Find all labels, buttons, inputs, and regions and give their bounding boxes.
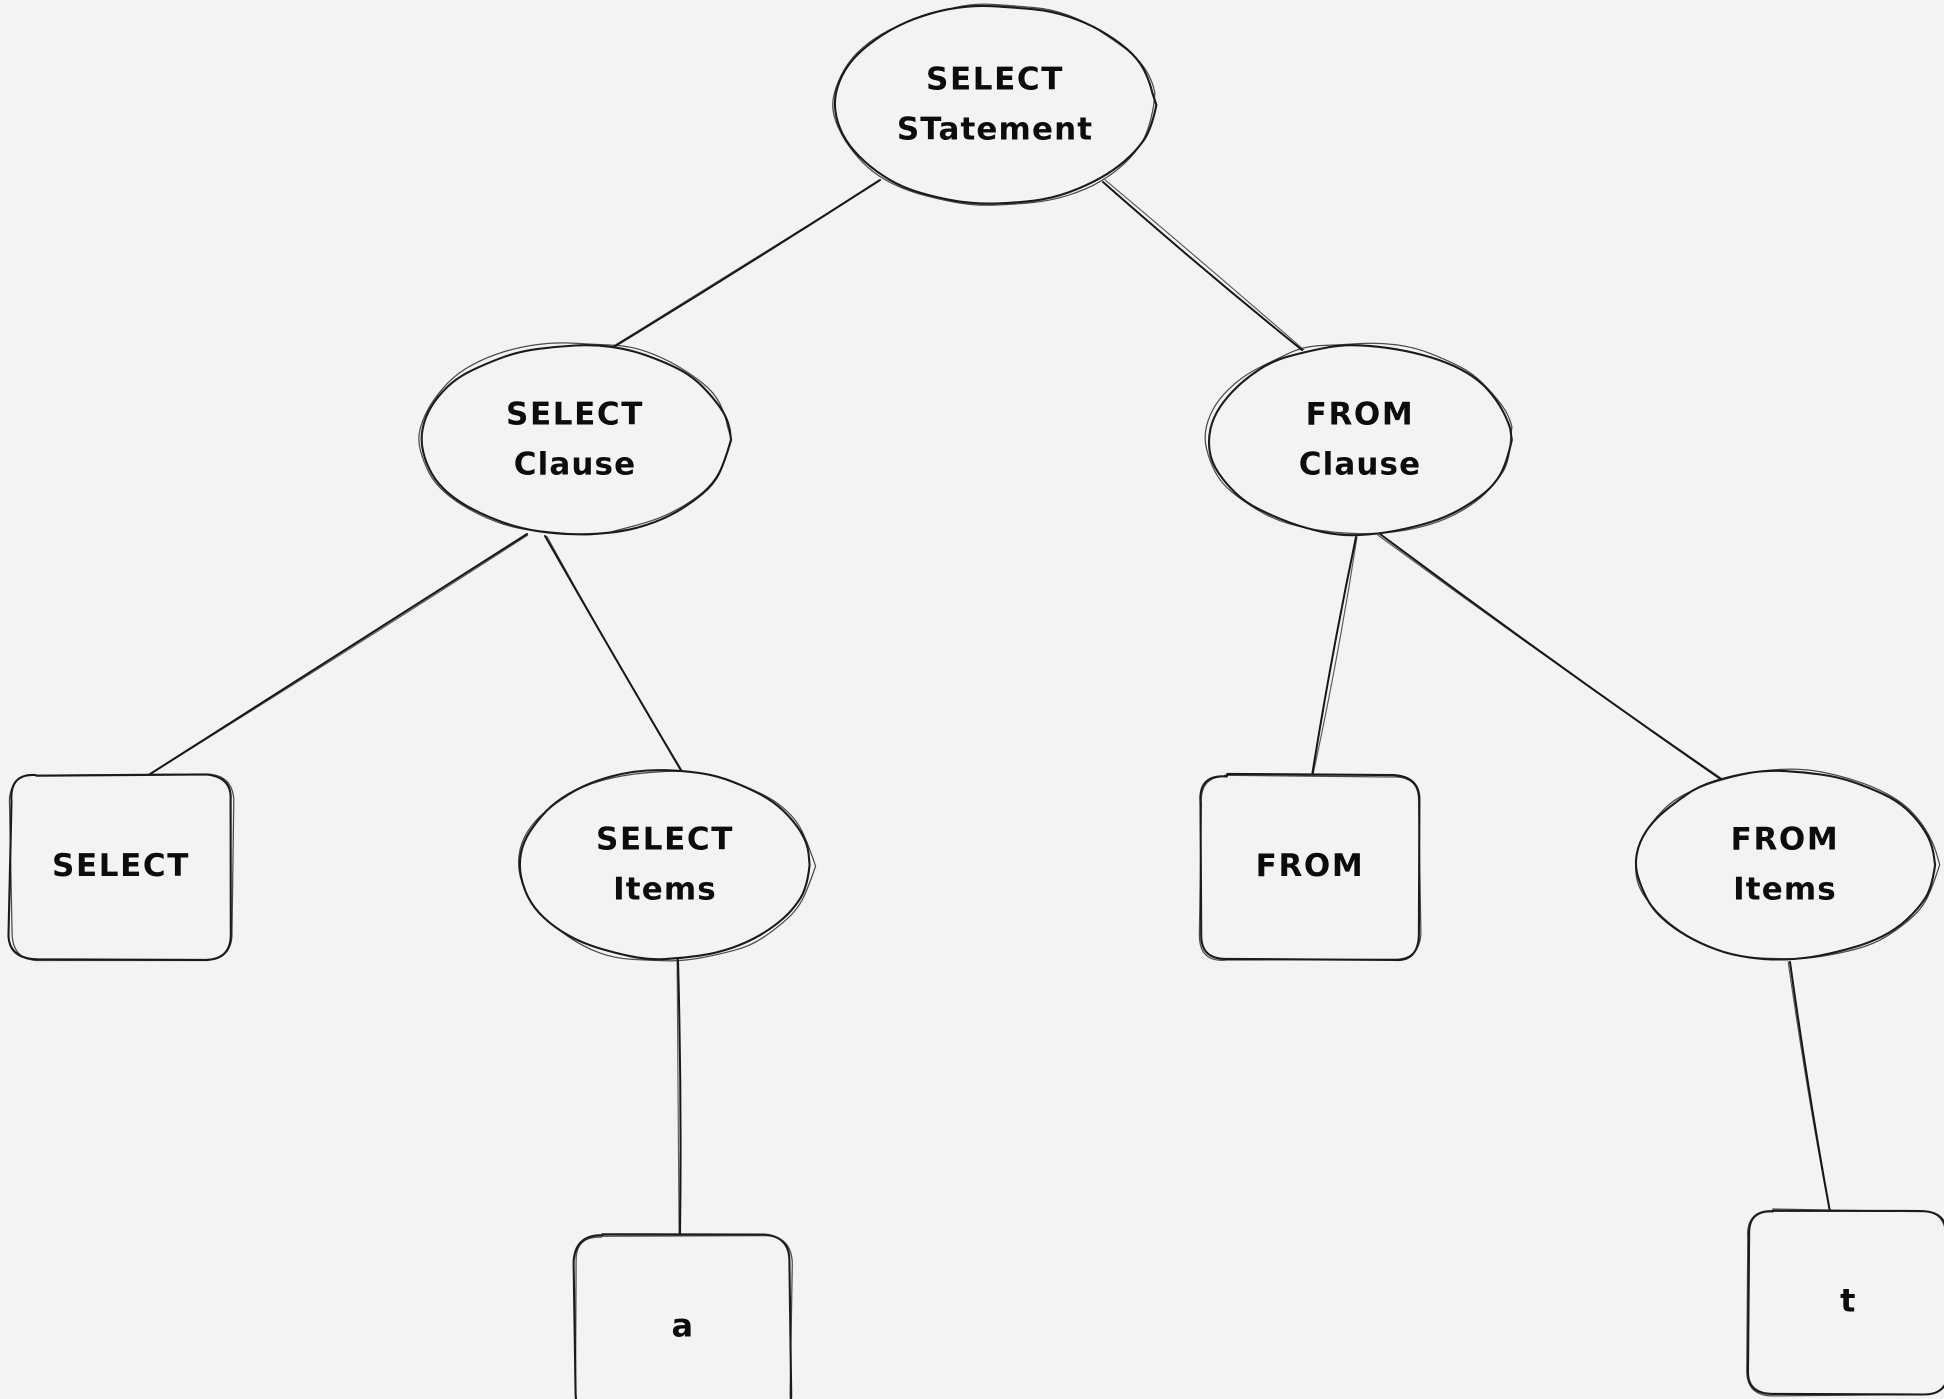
nodes-layer: SELECTSTatementSELECTClauseFROMClauseSEL… — [7, 3, 1944, 1399]
edge-from-clause-keyword-stroke-ghost — [1312, 536, 1358, 777]
node-column-a[interactable]: a — [572, 1233, 793, 1399]
node-select-statement-label-line1: SELECT — [926, 62, 1064, 98]
node-select-clause-shape-ghost — [418, 342, 732, 536]
edge-select-clause-items-stroke-ghost — [546, 535, 683, 771]
node-select-statement-shape-ghost — [832, 3, 1156, 206]
node-select-statement[interactable]: SELECT STatement — [832, 3, 1158, 206]
node-select-keyword[interactable]: SELECT — [7, 773, 235, 962]
node-select-clause-label-line2: Clause — [514, 447, 636, 483]
node-from-clause[interactable]: FROM Clause — [1204, 342, 1513, 537]
edge-root-select-clause-stroke-ghost — [611, 181, 879, 348]
node-from-keyword[interactable]: FROM — [1198, 772, 1422, 962]
node-column-a-shape[interactable] — [572, 1233, 793, 1399]
edge-select-items-a-stroke — [677, 959, 682, 1237]
node-column-a-shape-ghost — [574, 1234, 793, 1399]
node-from-items[interactable]: FROM Items — [1634, 768, 1941, 961]
edge-root-from-clause-stroke — [1102, 181, 1303, 351]
node-from-items-shape-ghost — [1635, 768, 1941, 960]
edge-select-clause-keyword-stroke — [146, 533, 528, 777]
node-column-a-label: a — [671, 1307, 693, 1345]
node-from-clause-label-line1: FROM — [1306, 397, 1415, 433]
edge-select-items-a — [676, 957, 682, 1238]
edge-from-clause-keyword-stroke — [1311, 536, 1357, 777]
edge-from-items-t-stroke-ghost — [1787, 961, 1830, 1211]
node-from-keyword-shape-ghost — [1198, 774, 1422, 961]
edge-root-select-clause — [611, 179, 881, 349]
node-table-t-shape[interactable] — [1746, 1209, 1944, 1396]
node-select-clause[interactable]: SELECT Clause — [418, 342, 733, 536]
node-select-items-label-line2: Items — [613, 872, 717, 908]
edge-select-clause-keyword-stroke-ghost — [147, 534, 529, 776]
edges-layer — [146, 179, 1831, 1238]
node-select-statement-label-line2: STatement — [897, 112, 1093, 148]
node-select-items[interactable]: SELECT Items — [517, 769, 817, 962]
node-select-keyword-shape-ghost — [8, 773, 235, 962]
edge-select-clause-keyword — [146, 533, 529, 777]
node-select-keyword-label: SELECT — [52, 848, 190, 884]
node-from-clause-shape-ghost — [1204, 342, 1513, 535]
node-select-statement-shape[interactable] — [833, 4, 1158, 205]
node-table-t-label: t — [1840, 1282, 1856, 1320]
node-from-clause-shape[interactable] — [1207, 344, 1513, 537]
edge-select-clause-items — [544, 535, 683, 773]
edge-root-from-clause-stroke-ghost — [1104, 179, 1305, 351]
node-from-items-label-line2: Items — [1733, 872, 1837, 908]
node-from-items-label-line1: FROM — [1731, 822, 1840, 858]
node-select-items-label-line1: SELECT — [596, 822, 734, 858]
edge-from-items-t — [1787, 961, 1831, 1213]
edge-root-from-clause — [1102, 179, 1305, 351]
node-select-items-shape-ghost — [517, 770, 817, 962]
edge-from-items-t-stroke — [1789, 961, 1831, 1213]
edge-select-items-a-stroke-ghost — [676, 957, 680, 1238]
node-select-clause-shape[interactable] — [420, 344, 733, 536]
node-select-clause-label-line1: SELECT — [506, 397, 644, 433]
edge-from-clause-items-stroke-ghost — [1377, 534, 1724, 780]
edge-from-clause-items — [1377, 533, 1724, 781]
node-from-keyword-label: FROM — [1256, 848, 1365, 884]
node-table-t[interactable]: t — [1746, 1208, 1944, 1397]
node-from-clause-label-line2: Clause — [1299, 447, 1421, 483]
node-table-t-shape-ghost — [1746, 1208, 1944, 1397]
edge-from-clause-keyword — [1311, 536, 1358, 777]
